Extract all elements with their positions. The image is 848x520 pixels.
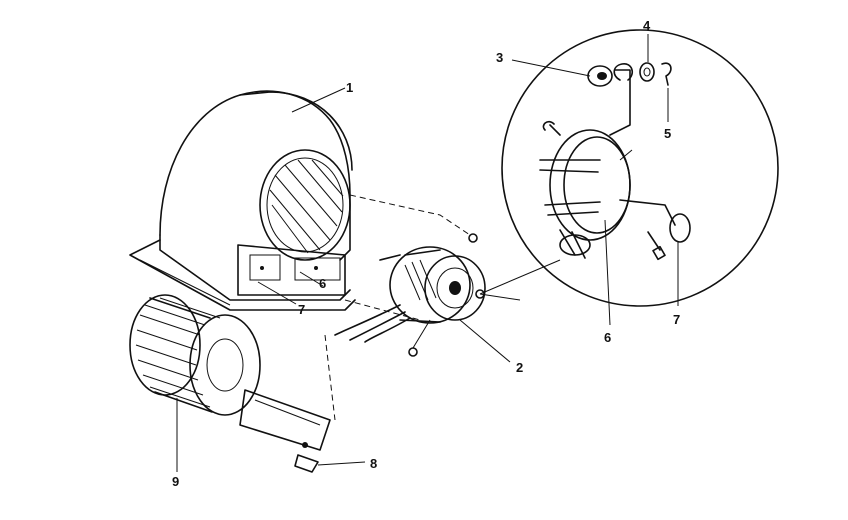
clip: [661, 62, 672, 86]
callout-8: 8: [370, 456, 377, 471]
callout-1: 1: [346, 80, 353, 95]
blower-housing: [129, 90, 471, 321]
blower-wheel: [129, 294, 261, 416]
mount-bolt: [647, 231, 666, 261]
motor-mount-band: [539, 63, 691, 259]
callout-5: 5: [664, 126, 671, 141]
callout-7-detail: 7: [673, 312, 680, 327]
inlet-grille-hatching: [269, 159, 344, 254]
callout-2: 2: [516, 360, 523, 375]
callout-6-detail: 6: [604, 330, 611, 345]
detail-view: [479, 29, 779, 307]
callout-3: 3: [496, 50, 503, 65]
callout-7-housing: 7: [298, 302, 305, 317]
blower-motor: [334, 233, 486, 357]
callout-labels: 1 2 3 4 5 6 6 7 7 8 9: [172, 18, 680, 489]
callout-9: 9: [172, 474, 179, 489]
callout-6-housing: 6: [319, 276, 326, 291]
cutoff-plate: [239, 334, 336, 473]
wheel-blades: [135, 297, 221, 408]
washer: [639, 62, 655, 82]
leader-lines: [176, 34, 679, 472]
motor-winding-marks: [404, 259, 437, 301]
callout-4: 4: [643, 18, 651, 33]
grommet: [587, 65, 613, 87]
